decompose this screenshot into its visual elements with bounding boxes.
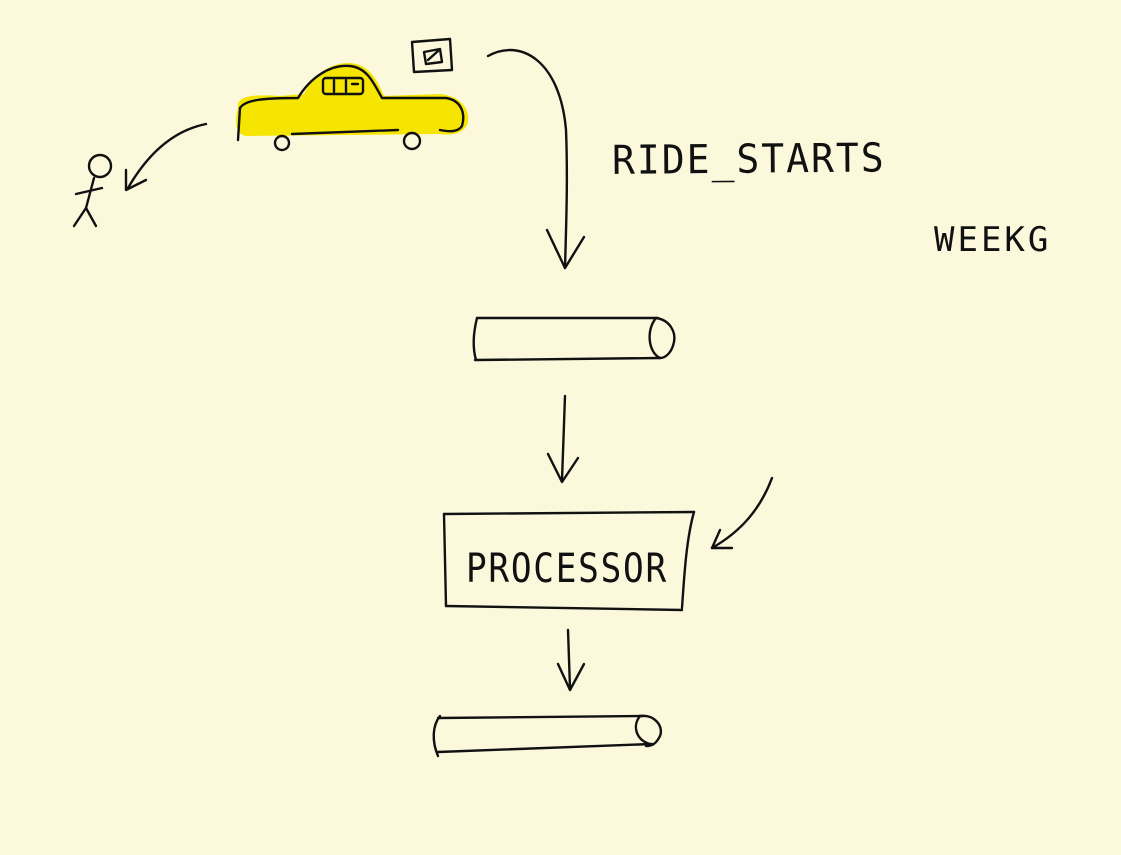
car-to-person-arrow — [124, 122, 208, 192]
side-label: WEEKG — [934, 220, 1052, 260]
output-queue — [432, 714, 663, 758]
processor-to-queue-arrow — [556, 628, 586, 692]
input-queue — [472, 316, 676, 362]
car-icon — [236, 62, 469, 152]
event-arrow — [486, 48, 586, 270]
processor-label: PROCESSOR — [466, 546, 668, 592]
event-label: RIDE_STARTS — [611, 134, 886, 184]
side-input-arrow — [710, 476, 774, 550]
processor-box — [442, 510, 696, 612]
phone-icon — [410, 37, 454, 74]
person-icon — [72, 153, 113, 228]
queue-to-processor-arrow — [546, 394, 580, 484]
